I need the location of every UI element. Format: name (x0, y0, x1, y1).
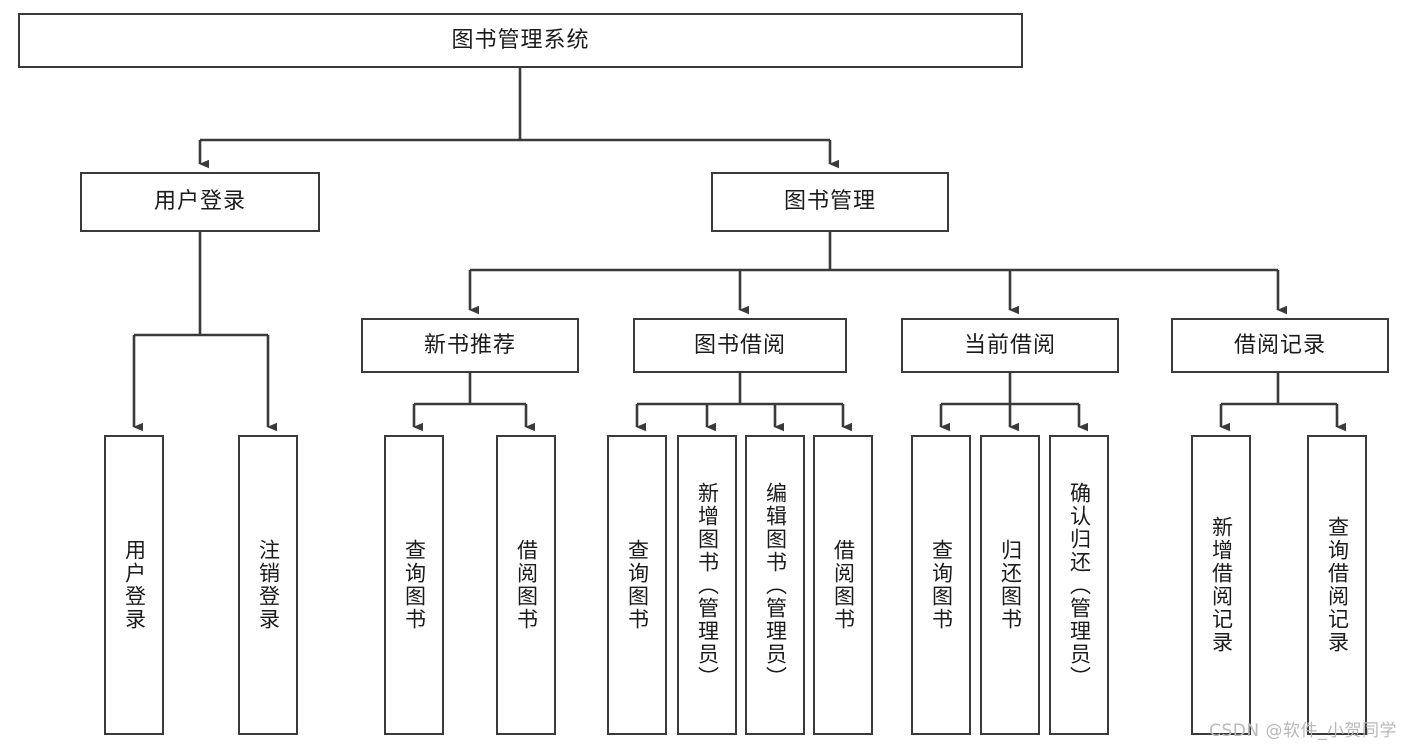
node-book-borrow-label: 图书借阅 (693, 332, 786, 358)
node-leaf-query-book-2-label: 查询图书 (625, 539, 650, 631)
node-leaf-add-book-label: 新增图书（管理员） (695, 481, 720, 689)
node-leaf-query-book-1-label: 查询图书 (402, 539, 427, 631)
node-user-login-label: 用户登录 (153, 189, 246, 215)
node-root-system-label: 图书管理系统 (451, 27, 590, 53)
node-current-borrow[interactable]: 当前借阅 (901, 318, 1119, 373)
node-leaf-add-book[interactable]: 新增图书（管理员） (677, 435, 737, 735)
node-leaf-user-login[interactable]: 用户登录 (104, 435, 164, 735)
node-leaf-confirm-return[interactable]: 确认归还（管理员） (1049, 435, 1109, 735)
node-leaf-query-record[interactable]: 查询借阅记录 (1307, 435, 1367, 735)
node-book-borrow[interactable]: 图书借阅 (633, 318, 847, 373)
node-leaf-query-book-3[interactable]: 查询图书 (911, 435, 971, 735)
node-current-borrow-label: 当前借阅 (963, 332, 1056, 358)
node-book-management[interactable]: 图书管理 (711, 172, 949, 232)
node-leaf-add-record[interactable]: 新增借阅记录 (1191, 435, 1251, 735)
node-leaf-add-record-label: 新增借阅记录 (1209, 516, 1234, 654)
node-leaf-edit-book-label: 编辑图书（管理员） (763, 481, 788, 689)
node-new-book-recommend-label: 新书推荐 (423, 332, 516, 358)
node-leaf-borrow-book-1[interactable]: 借阅图书 (496, 435, 556, 735)
node-leaf-borrow-book-2[interactable]: 借阅图书 (813, 435, 873, 735)
node-leaf-borrow-book-1-label: 借阅图书 (514, 539, 539, 631)
node-leaf-query-book-2[interactable]: 查询图书 (607, 435, 667, 735)
node-leaf-query-record-label: 查询借阅记录 (1325, 516, 1350, 654)
node-leaf-user-logout-label: 注销登录 (256, 539, 281, 631)
node-leaf-confirm-return-label: 确认归还（管理员） (1067, 481, 1092, 689)
node-leaf-user-login-label: 用户登录 (122, 539, 147, 631)
node-root-system[interactable]: 图书管理系统 (18, 13, 1023, 68)
node-leaf-edit-book[interactable]: 编辑图书（管理员） (745, 435, 805, 735)
node-book-management-label: 图书管理 (783, 189, 876, 215)
node-leaf-query-book-3-label: 查询图书 (929, 539, 954, 631)
node-leaf-query-book-1[interactable]: 查询图书 (384, 435, 444, 735)
node-leaf-borrow-book-2-label: 借阅图书 (831, 539, 856, 631)
node-leaf-user-logout[interactable]: 注销登录 (238, 435, 298, 735)
csdn-watermark: CSDN @软件_小贺同学 (1209, 721, 1397, 741)
node-user-login[interactable]: 用户登录 (80, 172, 320, 232)
node-leaf-return-book[interactable]: 归还图书 (980, 435, 1040, 735)
node-borrow-record[interactable]: 借阅记录 (1171, 318, 1389, 373)
node-leaf-return-book-label: 归还图书 (998, 539, 1023, 631)
node-new-book-recommend[interactable]: 新书推荐 (361, 318, 579, 373)
node-borrow-record-label: 借阅记录 (1233, 332, 1326, 358)
